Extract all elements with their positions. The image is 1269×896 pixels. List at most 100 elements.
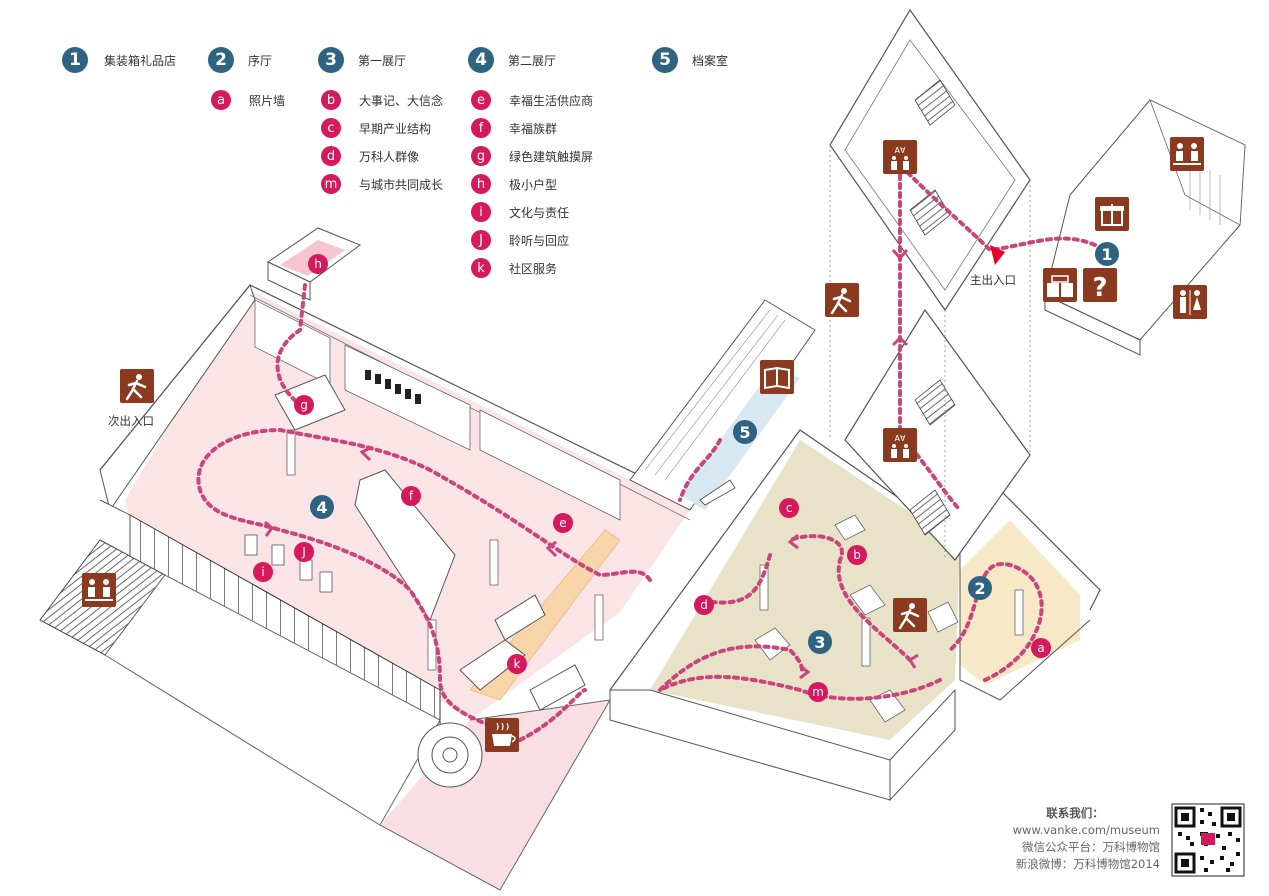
point-marker-m: m [808,682,828,702]
legend-point-c: c 早期产业结构 [321,115,431,141]
legend-label: 第一展厅 [358,53,407,68]
svg-text:e: e [559,516,566,530]
book-icon [760,360,794,394]
point-marker-c: c [779,498,799,518]
legend-label: 社区服务 [509,261,558,276]
legend-label: 绿色建筑触摸屏 [509,149,594,164]
exit-icon [893,598,927,632]
entrance-arrow-icon [990,245,1005,265]
zone-marker-1: 1 [1095,242,1119,266]
point-badge: d [321,146,341,166]
visitor-route [196,168,1097,742]
main-entrance-label: 主出入口 [970,273,1016,287]
container-shop [1044,99,1246,356]
coffee-icon [485,718,519,752]
restroom-icon [1173,285,1207,319]
legend-point-d: d 万科人群像 [321,143,419,169]
point-badge: f [471,118,491,138]
zone-marker-4: 4 [310,495,334,519]
point-badge: g [471,146,491,166]
zone-badge: 4 [468,47,494,73]
legend-point-m: m 与城市共同成长 [321,171,443,197]
zone-marker-5: 5 [733,420,757,444]
secondary-entrance-label: 次出入口 [108,414,154,428]
svg-text:i: i [261,565,264,579]
contact-info: 联系我们： www.vanke.com/museum 微信公众平台：万科博物馆 … [990,805,1160,873]
legend-label: 序厅 [248,53,273,68]
point-marker-j: J [294,542,314,562]
point-badge: i [471,202,491,222]
point-badge: e [471,90,491,110]
legend-label: 档案室 [692,53,729,68]
svg-text:k: k [514,657,521,671]
legend-label: 与城市共同成长 [359,177,444,192]
svg-text:4: 4 [316,498,327,517]
point-badge: m [321,174,341,194]
hall-4 [39,283,701,891]
legend-label: 极小户型 [509,177,558,192]
legend-label: 聆听与回应 [509,233,570,248]
contact-website[interactable]: www.vanke.com/museum [1012,823,1160,837]
zone-marker-2: 2 [968,576,992,600]
point-marker-h: h [308,254,328,274]
legend-point-a: a 照片墙 [211,87,285,113]
legend-point-k: k 社区服务 [471,255,557,281]
legend-label: 照片墙 [249,93,286,108]
point-badge: h [471,174,491,194]
exit-icon [120,369,154,403]
legend-point-e: e 幸福生活供应商 [471,87,593,113]
point-badge: b [321,90,341,110]
contact-weibo: 新浪微博：万科博物馆2014 [1015,857,1160,871]
svg-text:b: b [853,548,861,562]
legend-label: 幸福生活供应商 [509,93,594,108]
legend-label: 文化与责任 [509,205,570,220]
svg-text:?: ? [1092,273,1107,303]
legend-point-g: g 绿色建筑触摸屏 [471,143,593,169]
legend-zone-2: 2 序厅 [208,47,272,73]
legend-point-i: i 文化与责任 [471,199,569,225]
qr-code [1171,803,1245,877]
info-icon: ? [1083,268,1117,303]
svg-text:m: m [812,685,824,699]
tower [829,8,1031,561]
zone-badge: 3 [318,47,344,73]
point-markers: a b c d m e f g h i J k [253,254,1051,702]
zone-marker-3: 3 [808,630,832,654]
point-badge: J [471,230,491,250]
seating-icon [82,573,116,607]
svg-text:1: 1 [1101,245,1112,264]
point-marker-a: a [1031,638,1051,658]
contact-title: 联系我们： [1046,806,1104,820]
zone-badge: 1 [62,47,88,73]
point-marker-b: b [847,545,867,565]
gift-icon [1095,197,1129,231]
legend-label: 集装箱礼品店 [104,53,177,68]
svg-text:d: d [700,598,708,612]
legend-zone-4: 4 第二展厅 [468,47,556,73]
hall-3 [609,429,1101,802]
legend-point-f: f 幸福族群 [471,115,557,141]
svg-text:5: 5 [739,423,750,442]
legend-zone-3: 3 第一展厅 [318,47,406,73]
legend-point-b: b 大事记、大信念 [321,87,443,113]
point-marker-f: f [401,486,421,506]
legend-label: 早期产业结构 [359,121,432,136]
point-badge: c [321,118,341,138]
legend-zone-5: 5 档案室 [652,47,728,73]
contact-wechat: 微信公众平台：万科博物馆 [1022,840,1160,854]
svg-text:h: h [314,257,322,271]
legend-label: 第二展厅 [508,53,557,68]
point-marker-e: e [553,513,573,533]
legend-point-h: h 极小户型 [471,171,557,197]
legend-label: 万科人群像 [359,149,420,164]
point-marker-g: g [294,395,314,415]
hall-2 [959,520,1091,701]
map-icons: A∀ A∀ ? [82,137,1207,752]
svg-text:2: 2 [974,579,985,598]
point-badge: k [471,258,491,278]
point-marker-k: k [507,654,527,674]
legend-label: 幸福族群 [509,121,558,136]
elevator-icon: A∀ [883,428,917,462]
point-badge: a [211,90,231,110]
zone-markers: 1 2 3 4 5 [310,242,1119,654]
